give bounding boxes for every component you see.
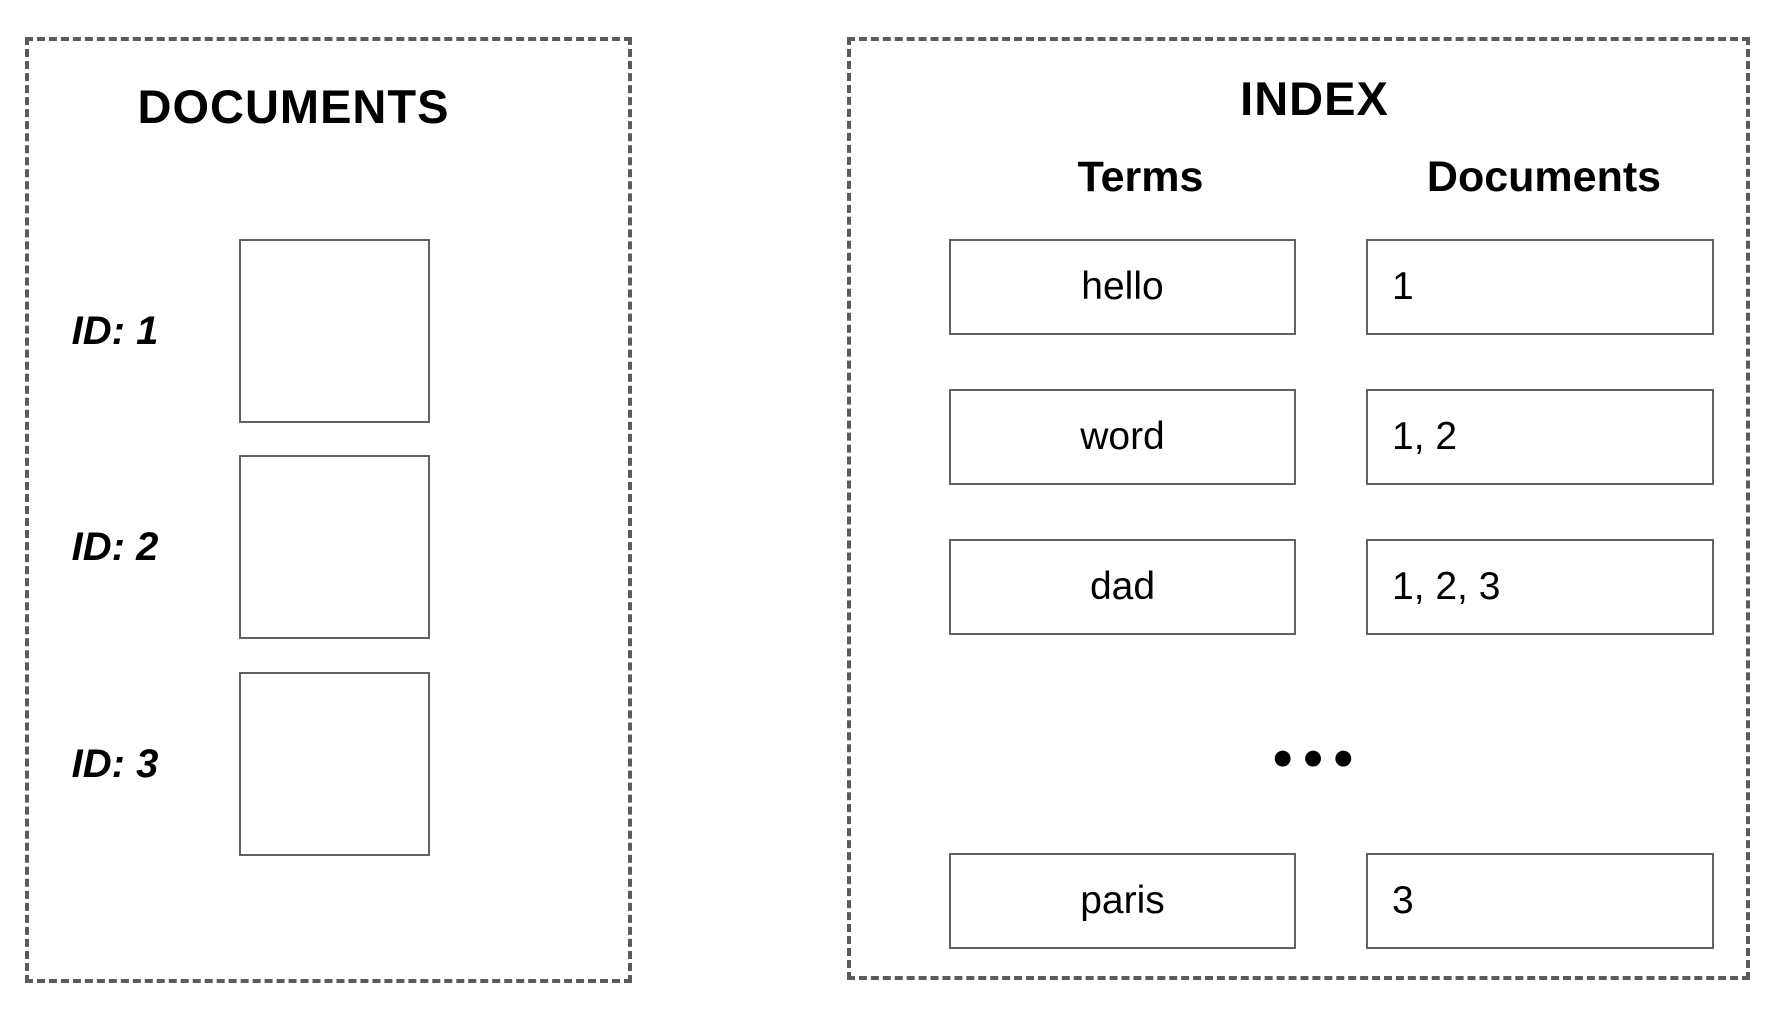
document-box-2 [239,455,430,639]
terms-column-header: Terms [1077,153,1204,201]
term-box-word: word [949,389,1296,485]
document-id-label-1: ID: 1 [71,309,159,353]
document-box-1 [239,239,430,423]
doc-ids-box-paris: 3 [1366,853,1714,949]
document-id-label-3: ID: 3 [71,742,159,786]
term-box-hello: hello [949,239,1296,335]
index-panel-title: INDEX [1240,72,1389,125]
term-box-dad: dad [949,539,1296,635]
term-box-paris: paris [949,853,1296,949]
index-panel: INDEX Terms Documents hello 1 word 1, 2 … [847,37,1750,980]
documents-panel: DOCUMENTS ID: 1 ID: 2 ID: 3 [25,37,632,983]
doc-ids-box-word: 1, 2 [1366,389,1714,485]
documents-panel-title: DOCUMENTS [137,80,450,133]
documents-column-header: Documents [1426,153,1662,201]
doc-ids-box-hello: 1 [1366,239,1714,335]
doc-ids-box-dad: 1, 2, 3 [1366,539,1714,635]
document-box-3 [239,672,430,856]
document-id-label-2: ID: 2 [71,525,159,569]
ellipsis-dots-icon: ●●● [1271,736,1363,777]
